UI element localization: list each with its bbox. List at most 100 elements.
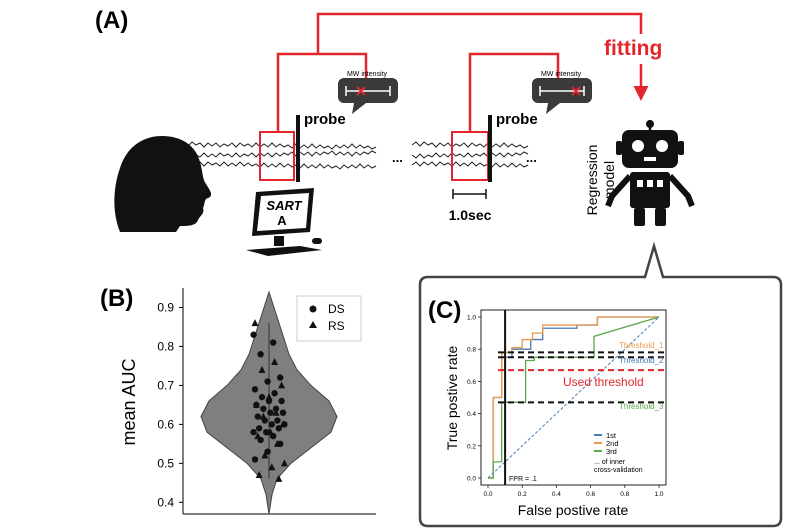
ds-point <box>260 405 267 412</box>
roc-x-tick-label: 0.6 <box>586 491 595 498</box>
rs-point <box>268 463 276 471</box>
ds-point <box>268 421 275 428</box>
rs-point <box>252 400 260 408</box>
roc-y-tick-label: 1.0 <box>467 315 476 322</box>
ds-point <box>258 393 266 401</box>
triangle-marker-icon <box>309 321 317 328</box>
roc-legend-2nd: 2nd <box>606 439 619 448</box>
epoch-window-left <box>259 131 295 181</box>
ds-point <box>264 448 271 455</box>
ellipsis-left: ... <box>392 150 403 165</box>
model-label: Regression <box>584 145 600 216</box>
sart-label: SART <box>266 198 302 213</box>
rs-point <box>254 432 262 440</box>
scale-label: 1.0sec <box>449 207 492 223</box>
rs-point <box>271 358 279 366</box>
ds-point <box>264 378 271 385</box>
roc-y-tick-label: 0.8 <box>467 347 476 354</box>
roc-legend: 1st 2nd 3rd ... of inner cross-validatio… <box>594 431 643 474</box>
roc-legend-1st: 1st <box>606 431 617 440</box>
epoch-window-right <box>451 131 489 181</box>
rs-point <box>259 412 267 420</box>
mw-bubble-left: MW intensity <box>338 71 398 114</box>
roc-curve-2nd <box>488 316 659 479</box>
b-y-tick-label: 0.9 <box>157 300 174 314</box>
roc-x-tick-label: 0.0 <box>483 491 492 498</box>
fitting-label: fitting <box>604 37 662 60</box>
ds-point <box>277 374 284 381</box>
eeg-trace <box>411 141 529 149</box>
ds-point <box>270 339 277 346</box>
panel-b-label: (B) <box>100 285 133 312</box>
rs-point <box>273 439 281 447</box>
ds-point <box>274 417 281 424</box>
eeg-traces <box>179 141 529 170</box>
eeg-trace <box>411 161 529 168</box>
b-legend-rs: RS <box>328 319 345 333</box>
roc-legend-note: ... of inner <box>594 459 626 466</box>
ds-point <box>278 397 285 405</box>
roc-x-tick-label: 0.2 <box>518 491 527 498</box>
ds-point <box>254 413 261 420</box>
top-bracket <box>316 12 643 54</box>
threshold-3-label: Threshold_3 <box>619 402 664 411</box>
b-y-tick-label: 0.8 <box>157 339 174 353</box>
ds-point <box>257 351 264 358</box>
rs-point <box>258 365 266 373</box>
rs-point <box>279 420 287 428</box>
rs-point <box>251 319 259 327</box>
x-mark-icon <box>571 86 581 96</box>
ds-point <box>267 409 274 416</box>
probe-label: probe <box>304 111 346 128</box>
rs-point <box>280 459 288 467</box>
rs-point <box>272 408 280 416</box>
b-y-tick-label: 0.4 <box>157 495 174 509</box>
robot-icon <box>605 120 695 226</box>
roc-y-tick-label: 0.0 <box>467 476 476 483</box>
b-legend-ds: DS <box>328 302 345 316</box>
rs-point <box>278 381 286 389</box>
roc-y-axis-title: True postive rate <box>444 346 460 451</box>
roc-y-tick-label: 0.2 <box>467 443 476 450</box>
ds-point <box>271 390 278 397</box>
roc-legend-3rd: 3rd <box>606 447 617 456</box>
b-y-tick-label: 0.5 <box>157 456 174 470</box>
x-mark-icon <box>356 86 366 96</box>
roc-curve-chance <box>487 316 660 479</box>
bracket-left <box>276 52 368 132</box>
ds-point <box>250 331 257 338</box>
used-threshold-label: Used threshold <box>563 375 644 389</box>
rs-point <box>261 451 269 459</box>
panel-b: (B) 0.40.50.60.70.80.9 mean AUC DS RS <box>100 285 376 515</box>
circle-marker-icon <box>309 305 317 313</box>
roc-legend-note-2: cross-validation <box>594 467 643 474</box>
head-silhouette-icon <box>114 136 212 232</box>
b-legend: DS RS <box>296 295 362 342</box>
mw-intensity-label: MW intensity <box>347 71 388 78</box>
mw-intensity-label-2: MW intensity <box>541 71 582 78</box>
roc-x-axis-title: False postive rate <box>518 502 629 518</box>
rs-point <box>275 474 283 482</box>
threshold-2-label: Threshold_2 <box>619 356 664 365</box>
ds-point <box>251 386 259 393</box>
ellipsis-right: ... <box>526 150 537 165</box>
ds-point <box>250 428 257 436</box>
roc-y-tick-label: 0.4 <box>467 411 476 418</box>
eeg-trace <box>411 151 529 159</box>
rs-point <box>266 428 274 436</box>
roc-y-tick-label: 0.6 <box>467 379 476 386</box>
b-y-axis-title: mean AUC <box>119 358 139 445</box>
ds-point <box>279 409 287 416</box>
scale-bar <box>452 189 487 199</box>
panel-c-label: (C) <box>428 297 461 324</box>
bracket-right <box>468 52 560 132</box>
mw-bubble-right: MW intensity <box>532 71 592 114</box>
fitting-connectors <box>276 12 649 132</box>
ds-point <box>251 456 259 463</box>
roc-curve-3rd <box>488 316 660 479</box>
rs-point <box>255 471 263 479</box>
b-y-tick-label: 0.7 <box>157 378 174 392</box>
panel-a-label: (A) <box>95 7 128 34</box>
